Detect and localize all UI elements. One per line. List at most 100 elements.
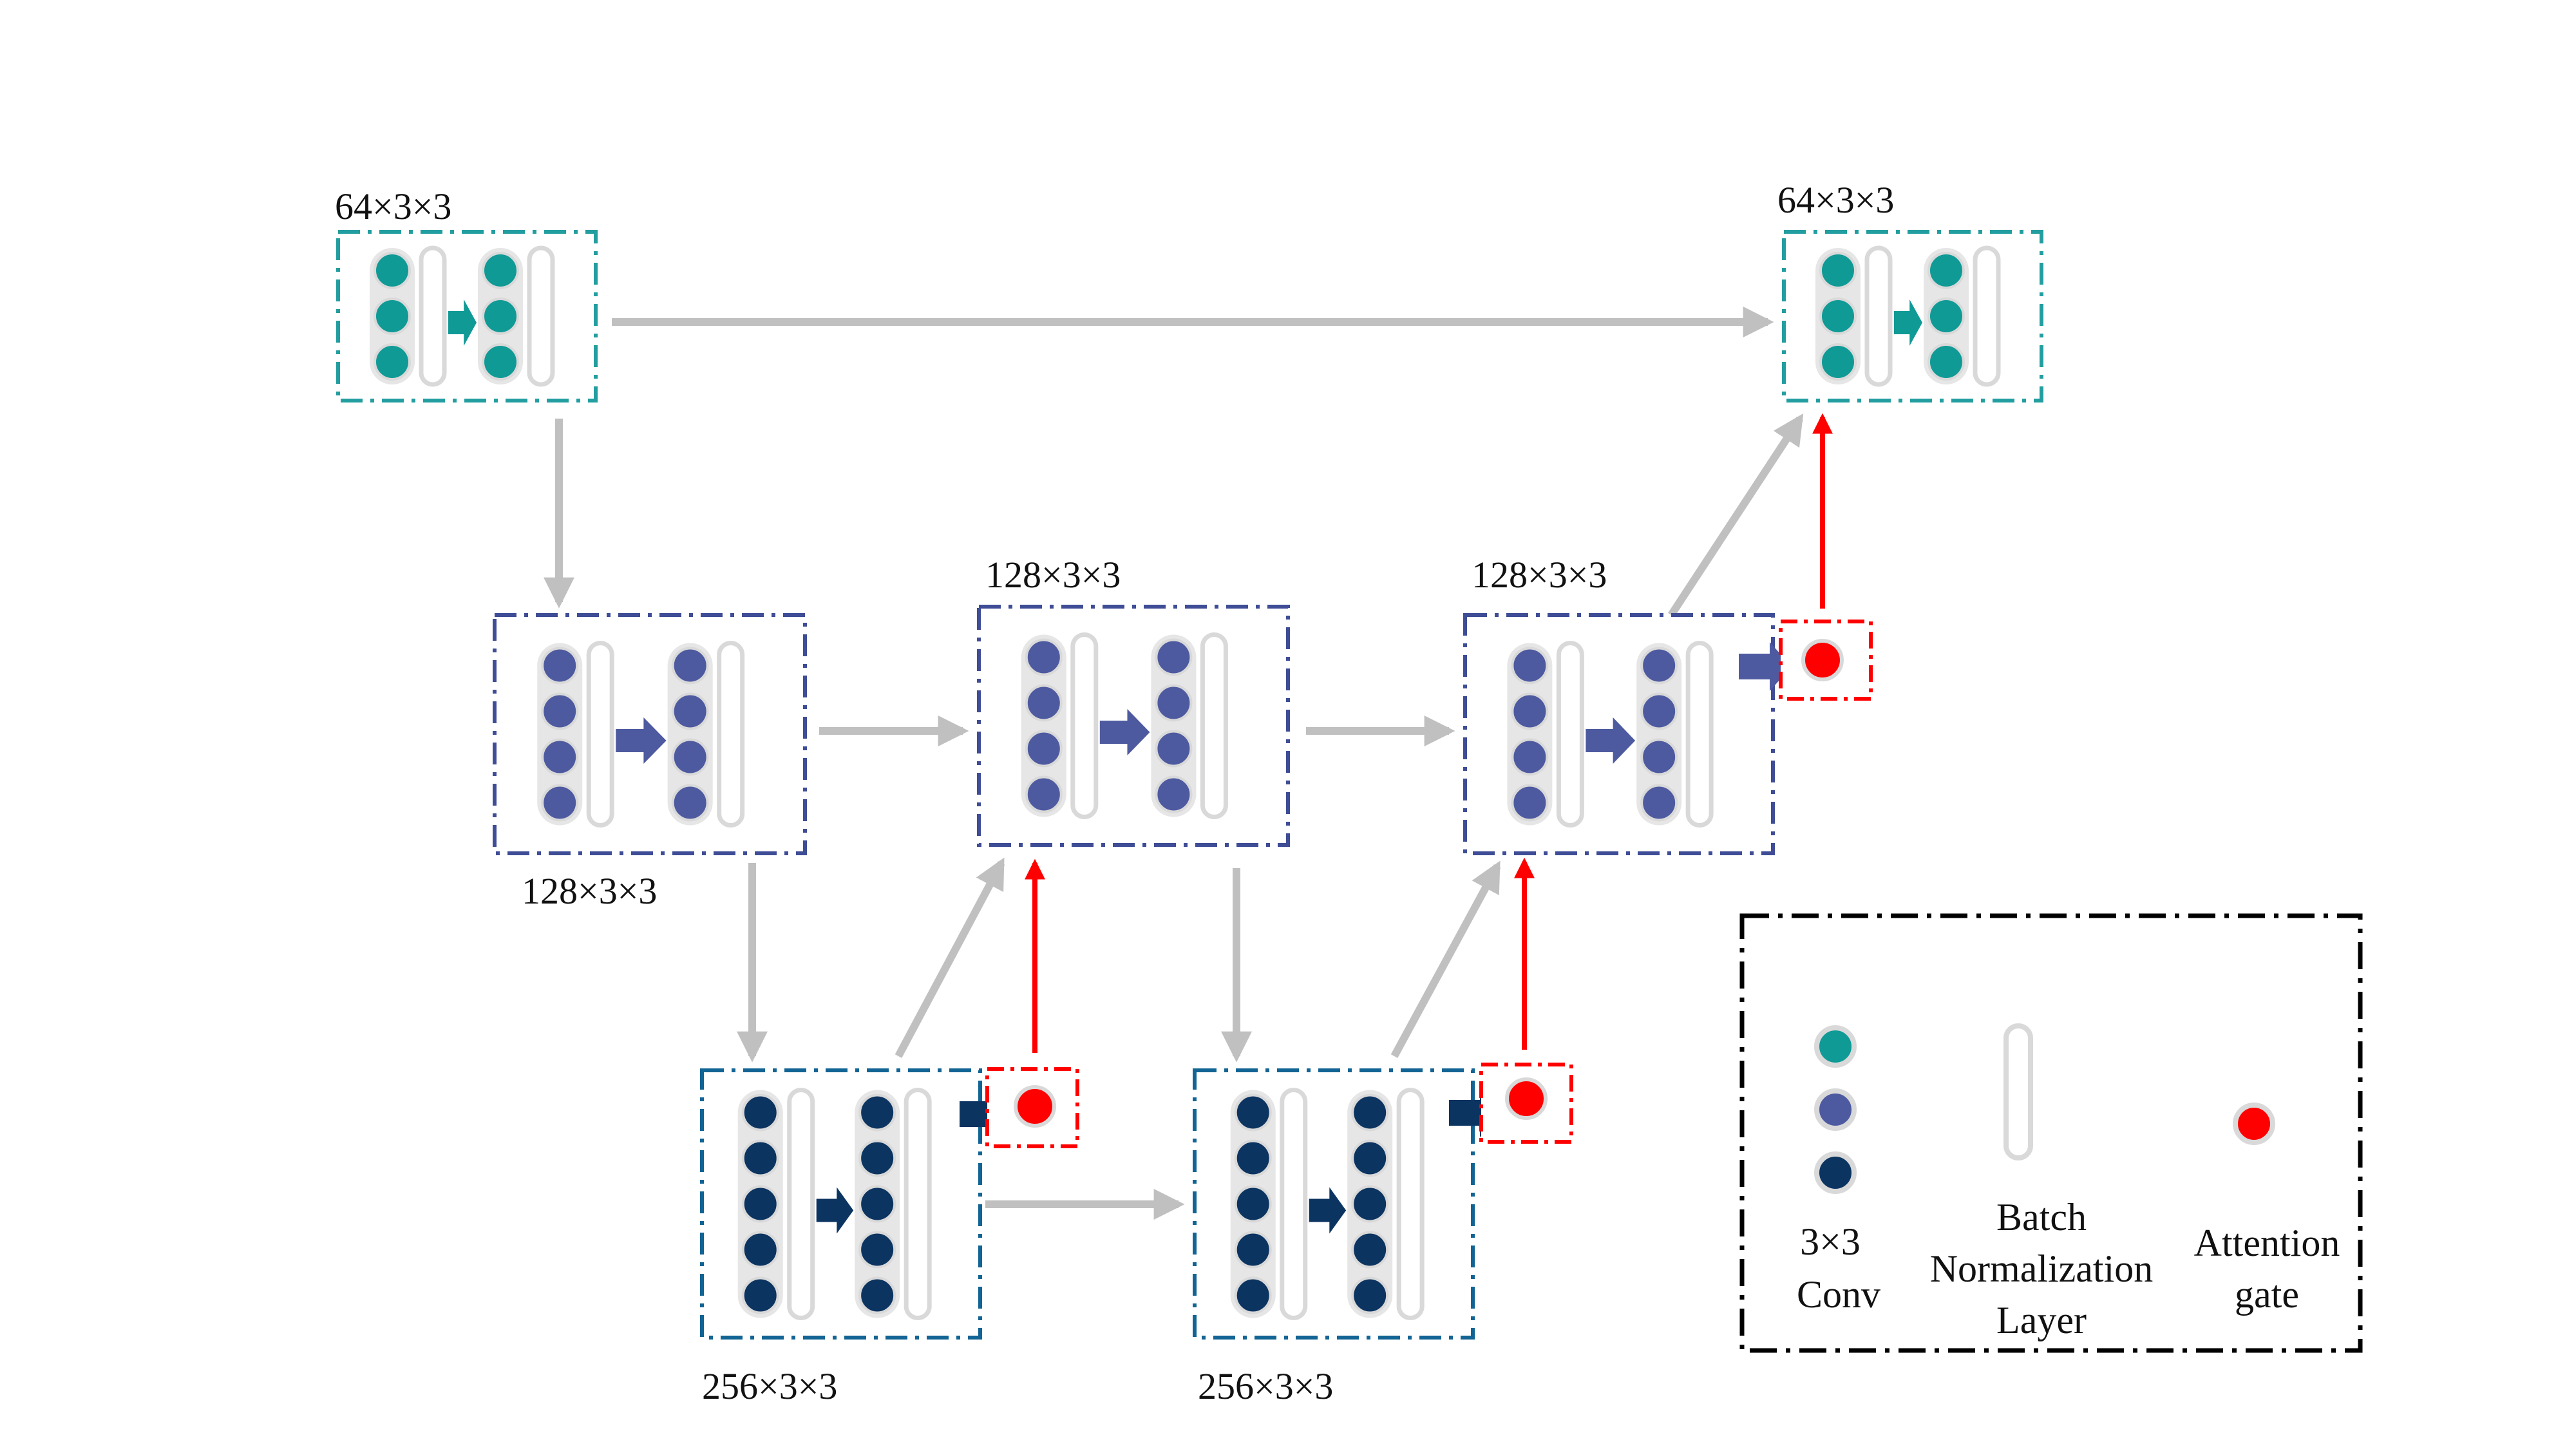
conv-unit: [1025, 638, 1063, 676]
batch-norm-bar: [419, 245, 447, 387]
conv-unit: [1025, 730, 1063, 768]
conv-unit: [1511, 784, 1549, 822]
conv-column-bg: [1021, 634, 1066, 817]
transition-arrow-icon: [1894, 299, 1922, 346]
conv-unit: [1351, 1094, 1389, 1132]
conv-column-bg: [537, 643, 583, 826]
label-dec2: 128×3×3: [1472, 554, 1607, 596]
batch-norm-bar: [527, 245, 555, 387]
attention-gate-icon: [1801, 639, 1844, 681]
batch-norm-bar: [787, 1088, 815, 1320]
conv-unit: [1640, 692, 1678, 730]
conv-unit: [541, 647, 579, 685]
legend-conv-label-1: 3×3: [1800, 1220, 1861, 1263]
conv-unit: [1234, 1094, 1272, 1132]
conv-unit: [671, 738, 709, 776]
conv-unit: [1234, 1185, 1272, 1223]
conv-unit: [671, 784, 709, 822]
legend-attention-label-1: Attention: [2194, 1222, 2340, 1264]
transition-arrow-icon: [1586, 717, 1636, 764]
legend-conv-label-2: Conv: [1797, 1273, 1880, 1316]
conv-unit: [482, 343, 519, 381]
label-dec1: 64×3×3: [1777, 179, 1894, 221]
attention-gate-ag3: [1739, 413, 1873, 701]
block-enc1: [336, 230, 598, 402]
label-mid2: 128×3×3: [985, 554, 1121, 596]
conv-unit: [1025, 775, 1063, 813]
batch-norm-bar: [1864, 245, 1893, 387]
conv-unit: [482, 252, 519, 289]
conv-unit: [482, 298, 519, 335]
conv-unit: [858, 1231, 896, 1269]
legend-bn-label-1: Batch: [1996, 1196, 2087, 1238]
transition-arrow-icon: [816, 1187, 854, 1234]
legend: 3×3 Conv Batch Normalization Layer Atten…: [1739, 913, 2363, 1353]
conv-unit: [1819, 252, 1857, 289]
conv-unit: [1351, 1231, 1389, 1269]
conv-unit: [671, 692, 709, 730]
batch-norm-bar: [586, 641, 614, 828]
conv-unit: [1927, 343, 1965, 381]
attention-gate-ag2: [1449, 857, 1573, 1144]
transition-arrow-icon: [448, 299, 477, 346]
conv-unit: [541, 692, 579, 730]
block-dec2: [1463, 613, 1775, 855]
batch-norm-bar: [1556, 641, 1584, 828]
transition-arrow-icon: [1099, 709, 1150, 755]
up-arrow-dec2-dec1: [1667, 413, 1804, 618]
attention-gates-layer: [960, 413, 1873, 1148]
block-dec3: [1193, 1068, 1475, 1340]
block-frame: [1463, 613, 1775, 855]
blocks-layer: [336, 230, 2043, 1340]
conv-unit: [1351, 1276, 1389, 1314]
conv-unit: [374, 343, 411, 381]
block-frame: [336, 230, 598, 402]
conv-unit: [374, 298, 411, 335]
batch-norm-bar: [1685, 641, 1714, 828]
batch-norm-bar: [1200, 632, 1228, 819]
conv-unit: [858, 1276, 896, 1314]
conv-unit: [1819, 298, 1857, 335]
conv-column-bg: [1636, 643, 1682, 826]
label-enc2: 128×3×3: [522, 870, 657, 912]
conv-unit: [741, 1231, 779, 1269]
batch-norm-bar: [904, 1088, 932, 1320]
conv-unit: [741, 1139, 779, 1177]
block-frame: [1193, 1068, 1475, 1340]
conv-unit: [1640, 647, 1678, 685]
conv-unit: [1155, 775, 1193, 813]
conv-legend-icon: [1814, 1025, 1857, 1194]
block-enc2: [493, 613, 807, 855]
transition-arrow-icon: [1309, 1187, 1347, 1234]
block-frame: [977, 605, 1290, 847]
conv-unit: [541, 784, 579, 822]
conv-unit: [1234, 1139, 1272, 1177]
conv-unit: [1351, 1139, 1389, 1177]
block-dec1: [1782, 230, 2043, 402]
conv-unit: [1640, 784, 1678, 822]
conv-unit: [1640, 738, 1678, 776]
conv-column-bg: [667, 643, 713, 826]
conv-unit: [1511, 738, 1549, 776]
up-arrow-enc3-mid2: [895, 857, 1005, 1058]
conv-unit: [1511, 692, 1549, 730]
conv-unit: [1025, 684, 1063, 722]
conv-unit: [1927, 252, 1965, 289]
batch-norm-bar: [1973, 245, 2001, 387]
block-labels: 64×3×3 128×3×3 128×3×3 128×3×3 64×3×3 25…: [335, 179, 1894, 1407]
conv-unit: [1234, 1231, 1272, 1269]
conv-unit: [741, 1276, 779, 1314]
block-frame: [493, 613, 807, 855]
gate-input-arrow-icon: [1739, 642, 1792, 691]
block-mid2: [977, 605, 1290, 847]
conv-unit: [1155, 730, 1193, 768]
conv-unit: [671, 647, 709, 685]
conv-unit: [1819, 343, 1857, 381]
label-enc1: 64×3×3: [335, 185, 451, 227]
conv-unit: [858, 1139, 896, 1177]
attention-gate-icon: [1505, 1077, 1548, 1120]
conv-unit: [1927, 298, 1965, 335]
label-enc3: 256×3×3: [702, 1365, 837, 1407]
conv-unit: [858, 1094, 896, 1132]
